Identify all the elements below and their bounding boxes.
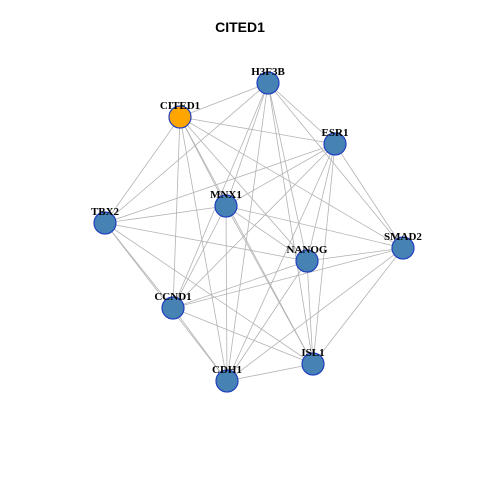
edge-h3f3b-mnx1 <box>225 82 269 207</box>
edge-esr1-tbx2 <box>104 143 336 224</box>
node-circle-esr1[interactable] <box>323 132 347 156</box>
edge-h3f3b-cdh1 <box>226 82 269 382</box>
edge-ccnd1-cdh1 <box>172 307 228 382</box>
node-nanog[interactable]: NANOG <box>287 244 328 273</box>
node-label-cdh1: CDH1 <box>212 364 242 376</box>
edge-cited1-h3f3b <box>179 82 269 118</box>
edge-mnx1-ccnd1 <box>172 205 227 309</box>
edge-ccnd1-isl1 <box>172 307 314 365</box>
edge-h3f3b-isl1 <box>267 82 314 365</box>
node-label-smad2: SMAD2 <box>384 231 422 243</box>
edge-mnx1-nanog <box>225 205 308 262</box>
node-label-cited1: CITED1 <box>160 100 200 112</box>
node-label-isl1: ISL1 <box>301 347 324 359</box>
edge-mnx1-tbx2 <box>104 205 227 224</box>
node-cited1[interactable]: CITED1 <box>160 100 200 129</box>
edge-nanog-isl1 <box>306 260 314 365</box>
edge-esr1-isl1 <box>312 143 336 365</box>
edge-cited1-esr1 <box>179 116 336 145</box>
node-circle-cdh1[interactable] <box>215 369 239 393</box>
edge-h3f3b-smad2 <box>267 82 404 249</box>
edge-nanog-ccnd1 <box>172 260 308 309</box>
edge-mnx1-isl1 <box>225 205 314 365</box>
edge-h3f3b-nanog <box>267 82 308 262</box>
edge-cdh1-isl1 <box>226 363 314 382</box>
node-label-mnx1: MNX1 <box>210 189 242 201</box>
plot-title: CITED1 <box>215 19 265 35</box>
node-circle-tbx2[interactable] <box>93 211 117 235</box>
node-mnx1[interactable]: MNX1 <box>210 189 242 218</box>
node-label-ccnd1: CCND1 <box>154 291 191 303</box>
node-circle-cited1[interactable] <box>168 105 192 129</box>
node-circle-smad2[interactable] <box>391 236 415 260</box>
node-ccnd1[interactable]: CCND1 <box>154 291 192 320</box>
node-label-h3f3b: H3F3B <box>251 66 285 78</box>
node-label-nanog: NANOG <box>287 244 328 256</box>
node-circle-isl1[interactable] <box>301 352 325 376</box>
edge-cited1-smad2 <box>179 116 404 249</box>
edge-h3f3b-ccnd1 <box>172 82 269 309</box>
edge-layer <box>104 82 404 382</box>
edge-nanog-cdh1 <box>226 260 308 382</box>
edge-nanog-smad2 <box>306 247 404 262</box>
edge-esr1-cdh1 <box>226 143 336 382</box>
edge-tbx2-nanog <box>104 222 308 262</box>
edge-tbx2-isl1 <box>104 222 314 365</box>
edge-esr1-ccnd1 <box>172 143 336 309</box>
node-circle-h3f3b[interactable] <box>256 71 280 95</box>
node-circle-nanog[interactable] <box>295 249 319 273</box>
edge-esr1-mnx1 <box>225 143 336 207</box>
node-h3f3b[interactable]: H3F3B <box>251 66 285 95</box>
edge-mnx1-smad2 <box>225 205 404 249</box>
node-circle-ccnd1[interactable] <box>161 296 185 320</box>
edge-cited1-ccnd1 <box>172 116 181 309</box>
edge-smad2-isl1 <box>312 247 404 365</box>
edge-cited1-tbx2 <box>104 116 181 224</box>
edge-h3f3b-tbx2 <box>104 82 269 224</box>
node-tbx2[interactable]: TBX2 <box>91 206 120 235</box>
edge-h3f3b-esr1 <box>267 82 336 145</box>
edge-smad2-cdh1 <box>226 247 404 382</box>
node-esr1[interactable]: ESR1 <box>322 127 349 156</box>
node-smad2[interactable]: SMAD2 <box>384 231 422 260</box>
edge-esr1-nanog <box>306 143 336 262</box>
node-isl1[interactable]: ISL1 <box>301 347 325 376</box>
node-label-esr1: ESR1 <box>322 127 349 139</box>
edge-ccnd1-smad2 <box>172 247 404 309</box>
node-circle-mnx1[interactable] <box>214 194 238 218</box>
node-label-tbx2: TBX2 <box>91 206 120 218</box>
node-cdh1[interactable]: CDH1 <box>212 364 242 393</box>
edge-cited1-nanog <box>179 116 308 262</box>
edge-mnx1-cdh1 <box>225 205 228 382</box>
edge-esr1-smad2 <box>334 143 404 249</box>
